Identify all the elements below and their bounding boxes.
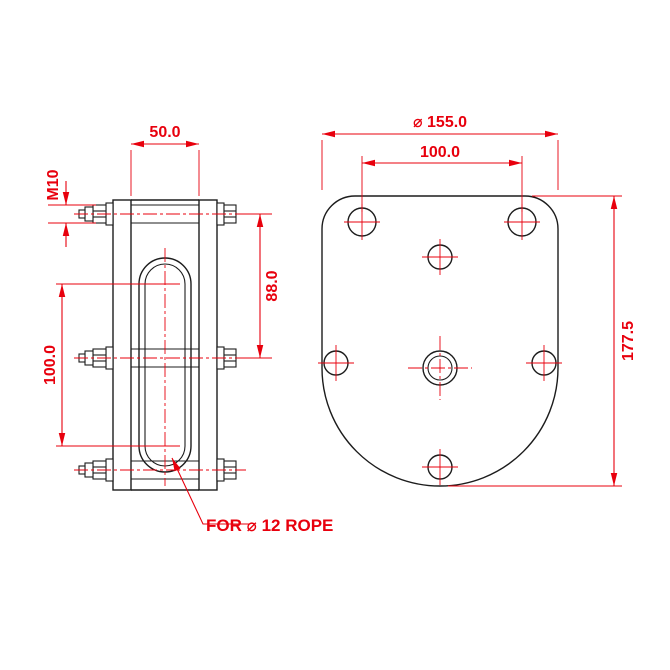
rope-note-label: FOR ⌀ 12 ROPE	[206, 516, 333, 535]
rope-note: FOR ⌀ 12 ROPE	[171, 457, 333, 535]
dim-centers-label: 100.0	[42, 345, 59, 385]
dim-thread-m10: M10	[45, 169, 96, 247]
dim-span-88: 88.0	[240, 213, 281, 359]
right-plate	[198, 199, 218, 491]
spacer-top	[130, 204, 200, 224]
dim-height-label: 177.5	[620, 321, 637, 361]
front-view: ⌀ 155.0 100.0 177.5	[317, 114, 637, 487]
front-view-centerlines	[317, 203, 563, 486]
dim-span-label: 88.0	[264, 270, 281, 301]
dim-centers-100: 100.0	[42, 283, 180, 447]
dim-width-50: 50.0	[130, 124, 200, 196]
rope-note-leader	[171, 457, 250, 525]
dim-diameter-label: ⌀ 155.0	[413, 114, 467, 131]
side-view-centerlines	[74, 213, 246, 486]
dim-width-label: 50.0	[149, 124, 180, 141]
dim-thread-label: M10	[45, 169, 62, 200]
dim-hole-spacing-100: 100.0	[361, 144, 523, 212]
dim-hole-spacing-label: 100.0	[420, 144, 460, 161]
side-view-geometry	[78, 199, 237, 491]
dim-height-177: 177.5	[448, 195, 637, 487]
dim-diameter-155: ⌀ 155.0	[321, 114, 559, 190]
side-view: 50.0 M10 88.0 100.0 FOR ⌀ 12 ROPE	[42, 124, 333, 535]
left-plate	[112, 199, 132, 491]
